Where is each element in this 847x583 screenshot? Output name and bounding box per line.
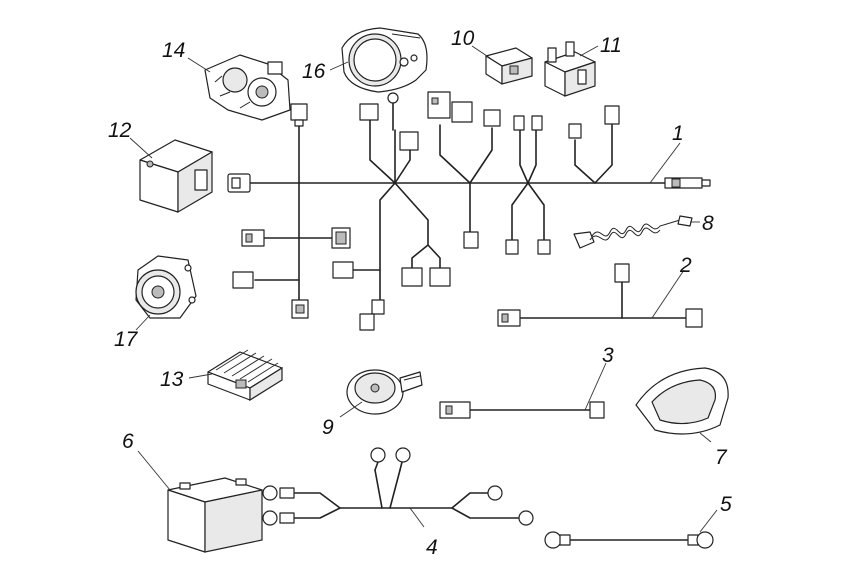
callout-1: 1 — [672, 122, 684, 145]
callout-13: 13 — [160, 368, 184, 391]
part-16-instrument-cluster — [341, 27, 428, 93]
callout-17: 17 — [114, 328, 139, 351]
part-1-main-harness — [227, 91, 711, 331]
callout-4: 4 — [426, 536, 438, 559]
callout-3: 3 — [602, 344, 614, 367]
part-5-ground-cable — [544, 531, 714, 549]
callout-7: 7 — [715, 446, 728, 469]
part-10-relay — [485, 47, 533, 85]
callout-2: 2 — [679, 254, 692, 277]
callout-14: 14 — [162, 39, 185, 62]
part-7-tail-lamp — [635, 367, 729, 435]
part-11-ignition-coil — [544, 41, 596, 97]
part-13-regulator — [207, 349, 283, 402]
part-17-headlamp — [135, 255, 197, 319]
callout-5: 5 — [720, 493, 732, 516]
part-6-battery — [167, 477, 263, 553]
part-4-battery-harness — [262, 447, 534, 526]
callout-10: 10 — [451, 27, 475, 50]
callout-6: 6 — [122, 430, 134, 453]
callout-9: 9 — [322, 416, 334, 439]
part-8-coil-cord — [573, 215, 693, 249]
part-9-power-socket — [346, 369, 423, 415]
part-2-sub-harness — [497, 263, 703, 328]
leader-lines — [129, 45, 718, 533]
callout-11: 11 — [600, 34, 622, 57]
part-14-throttle-body — [204, 54, 291, 121]
part-12-ecu — [139, 139, 213, 214]
callout-labels: 1 2 3 4 5 6 7 8 9 10 11 12 13 14 16 17 — [108, 27, 732, 559]
callout-12: 12 — [108, 119, 132, 142]
part-3-cable — [439, 401, 605, 419]
callout-8: 8 — [702, 212, 714, 235]
callout-16: 16 — [302, 60, 326, 83]
